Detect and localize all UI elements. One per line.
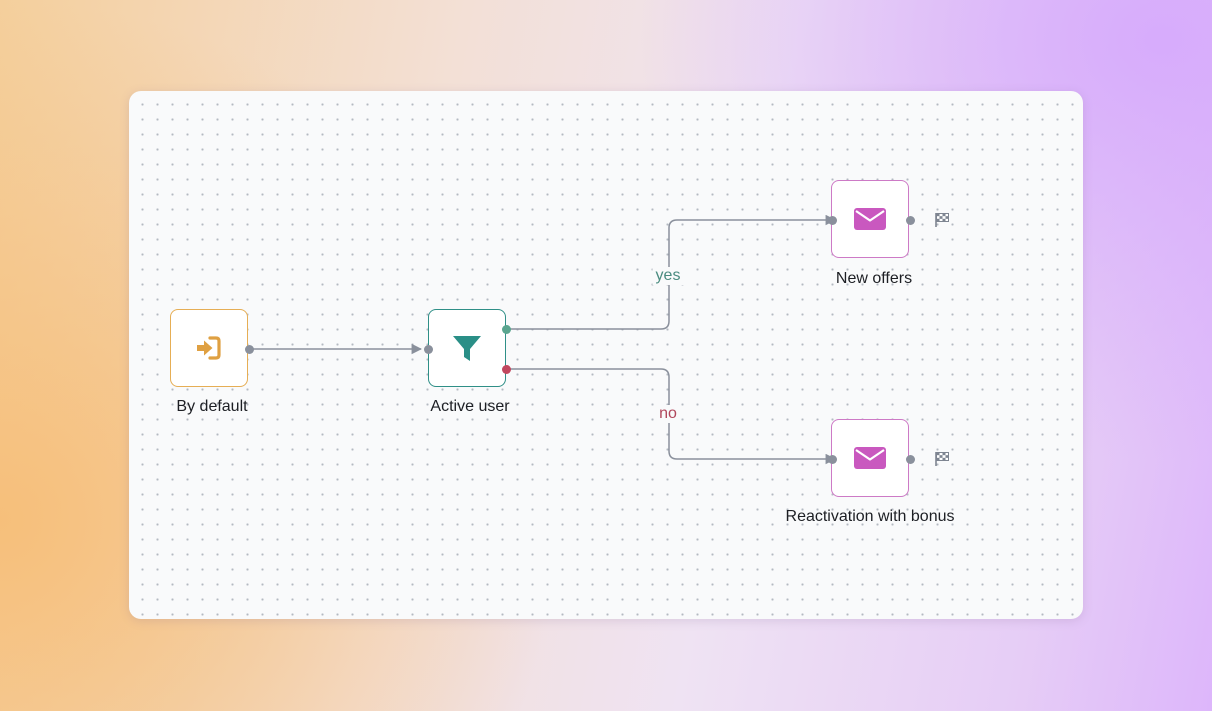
finish-flag-icon (935, 213, 949, 227)
node-new-offers-label: New offers (835, 270, 913, 287)
filter-input-port[interactable] (423, 344, 433, 354)
node-reactivation-label: Reactivation with bonus (785, 508, 955, 525)
envelope-icon (853, 441, 887, 475)
reactivation-input-port[interactable] (827, 454, 837, 464)
finish-flag-icon (935, 452, 949, 466)
envelope-icon (853, 202, 887, 236)
edge-label-no: no (656, 405, 680, 423)
reactivation-output-port[interactable] (905, 454, 915, 464)
filter-no-port[interactable] (501, 364, 511, 374)
node-start[interactable] (170, 309, 248, 387)
filter-icon (450, 331, 484, 365)
node-email-reactivation[interactable] (831, 419, 909, 497)
node-email-new-offers[interactable] (831, 180, 909, 258)
edge-layer (253, 214, 837, 465)
start-output-port[interactable] (244, 344, 254, 354)
enter-icon (192, 331, 226, 365)
node-start-label: By default (176, 398, 248, 415)
edge-label-yes: yes (652, 267, 684, 285)
new-offers-input-port[interactable] (827, 215, 837, 225)
new-offers-output-port[interactable] (905, 215, 915, 225)
filter-yes-port[interactable] (501, 324, 511, 334)
node-filter-label: Active user (430, 398, 510, 415)
node-filter[interactable] (428, 309, 506, 387)
flow-canvas[interactable]: yes no By default Active user (129, 91, 1083, 619)
